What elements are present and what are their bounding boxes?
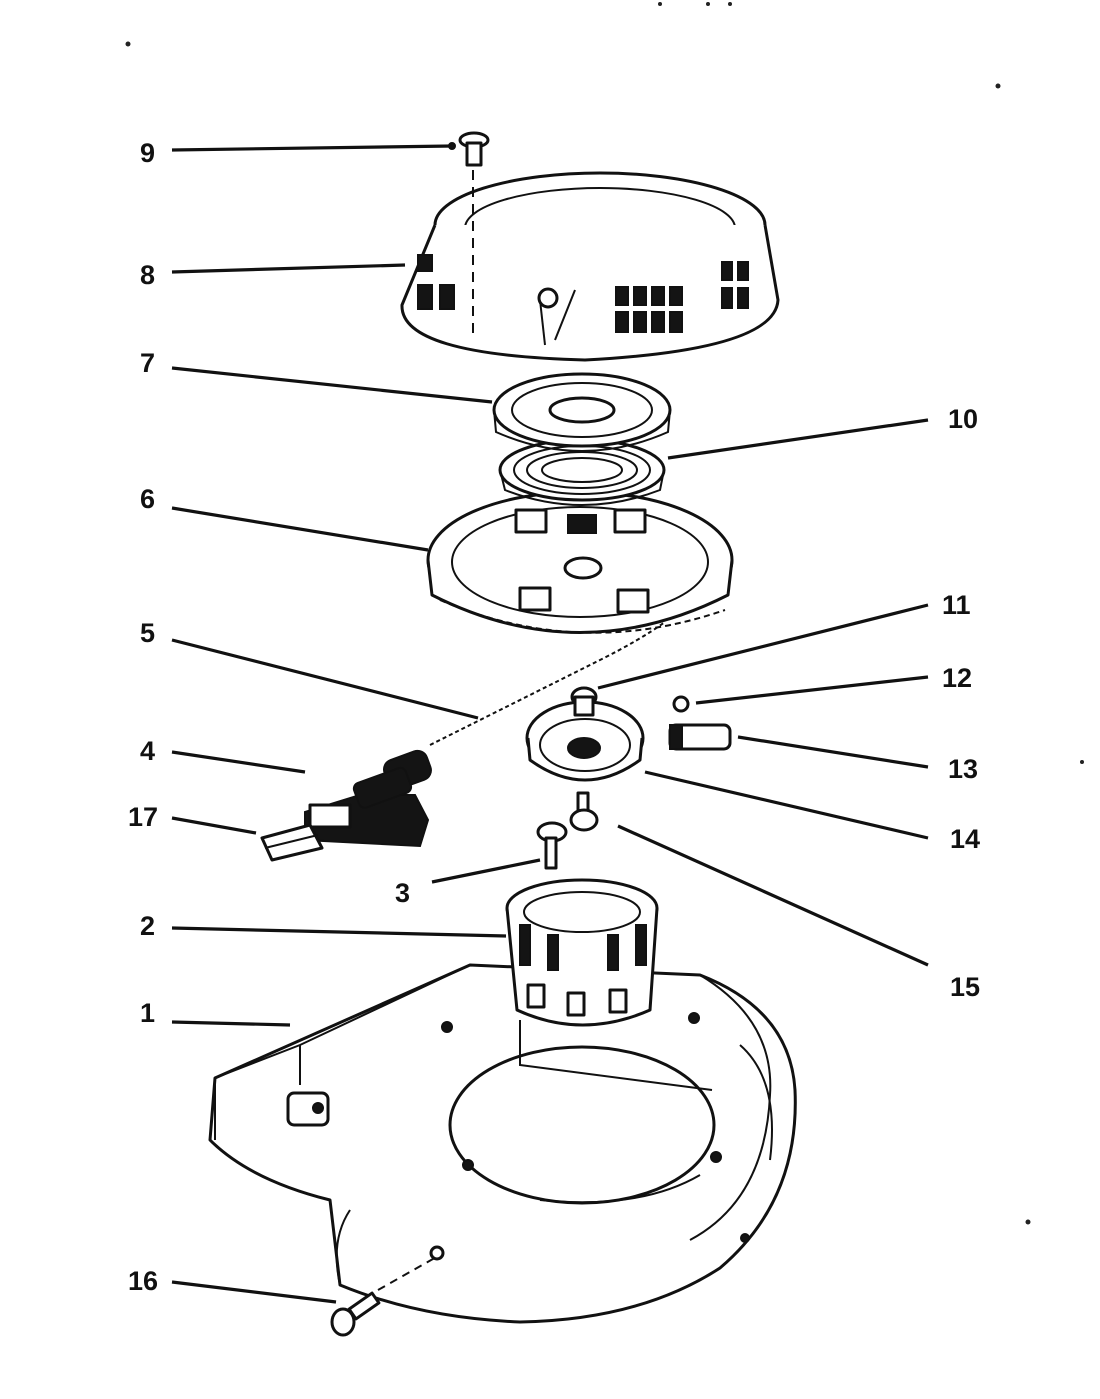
part-8-starter-housing — [400, 171, 780, 362]
part-4-rope-handle — [304, 749, 432, 848]
callout-4: 4 — [140, 736, 155, 766]
leader-14 — [644, 770, 929, 840]
leader-3 — [431, 858, 541, 884]
part-16-bolt — [330, 1245, 445, 1337]
callout-11: 11 — [942, 590, 971, 620]
leader-6 — [171, 506, 429, 552]
callout-14: 14 — [950, 824, 980, 854]
callout-12: 12 — [942, 663, 972, 693]
scan-speckles — [125, 2, 1084, 1225]
callout-numbers: 9 8 7 10 6 11 5 12 4 13 17 14 3 2 15 1 1… — [128, 138, 980, 1296]
leader-lines — [171, 142, 929, 1304]
leader-12 — [695, 675, 929, 705]
leader-4 — [171, 750, 306, 774]
part-12-small-spring — [672, 695, 690, 713]
leader-2 — [171, 926, 507, 938]
leader-13 — [737, 735, 929, 769]
leader-11 — [597, 603, 929, 690]
leader-10 — [667, 418, 929, 460]
housing-vents — [417, 254, 749, 333]
part-14-ratchet — [525, 686, 645, 782]
part-1-blower-housing — [208, 963, 797, 1324]
leader-15 — [617, 824, 929, 967]
callout-6: 6 — [140, 484, 155, 514]
part-9-screw — [458, 131, 490, 340]
part-15-ratchet-pin — [569, 791, 599, 832]
leader-7 — [171, 366, 493, 404]
part-17-handle-insert — [260, 823, 324, 862]
part-6-pulley — [426, 490, 734, 634]
leader-17 — [171, 816, 257, 835]
leader-16 — [171, 1280, 337, 1304]
callout-9: 9 — [140, 138, 155, 168]
leader-5 — [171, 638, 479, 720]
callout-15: 15 — [950, 972, 980, 1002]
leader-1 — [171, 1020, 291, 1027]
callout-3: 3 — [395, 878, 410, 908]
callout-17: 17 — [128, 802, 158, 832]
part-2-starter-cup — [505, 878, 659, 1027]
callout-1: 1 — [140, 998, 155, 1028]
leader-9 — [171, 144, 453, 152]
part-7-spring-plate — [492, 372, 672, 452]
callout-10: 10 — [948, 404, 978, 434]
callout-8: 8 — [140, 260, 155, 290]
callout-13: 13 — [948, 754, 978, 784]
callout-2: 2 — [140, 911, 155, 941]
callout-16: 16 — [128, 1266, 158, 1296]
part-5-starter-rope — [429, 621, 666, 746]
leader-8 — [171, 263, 406, 274]
part-3-center-screw — [536, 821, 568, 870]
callout-7: 7 — [140, 348, 155, 378]
part-13-pawl — [668, 723, 732, 751]
callout-5: 5 — [140, 618, 155, 648]
